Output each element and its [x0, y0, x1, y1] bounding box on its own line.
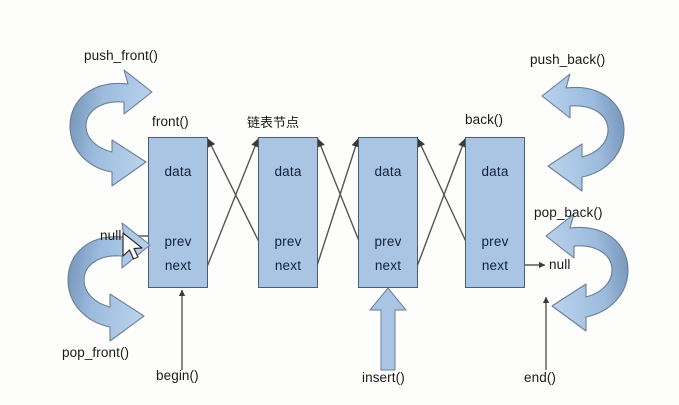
node-1-next: next	[164, 258, 192, 273]
list-node-2: data prev next	[258, 137, 318, 288]
label-list-node-cn: 链表节点	[247, 116, 300, 131]
label-null-left: null	[100, 228, 122, 243]
label-back: back()	[465, 112, 504, 127]
insert-arrow-icon	[368, 287, 408, 371]
node-3-next: next	[374, 258, 402, 273]
pop-back-arrow-icon	[545, 213, 629, 332]
node-3-prev: prev	[374, 234, 402, 249]
link-node1-node2	[204, 138, 262, 273]
node-4-prev: prev	[481, 234, 509, 249]
link-node3-node4	[414, 138, 469, 273]
node-2-next: next	[274, 258, 302, 273]
node-2-data: data	[274, 164, 302, 179]
mouse-cursor-icon	[122, 232, 143, 260]
push-back-arrow-icon	[541, 73, 625, 192]
push-front-arrow-icon	[69, 69, 153, 187]
node-3-data: data	[374, 164, 402, 179]
label-push-front: push_front()	[84, 48, 158, 63]
list-node-1: data prev next	[148, 137, 208, 288]
label-begin: begin()	[156, 368, 199, 383]
node-1-data: data	[164, 164, 192, 179]
label-pop-back: pop_back()	[534, 205, 603, 220]
label-end: end()	[524, 370, 557, 385]
list-node-4: data prev next	[465, 137, 525, 288]
node-2-prev: prev	[274, 234, 302, 249]
node-4-next: next	[481, 258, 509, 273]
label-null-right: null	[549, 257, 571, 272]
label-pop-front: pop_front()	[62, 345, 130, 360]
pop-front-arrow-icon	[67, 222, 151, 342]
label-insert: insert()	[362, 370, 405, 385]
link-node2-node3	[314, 138, 362, 273]
list-node-3: data prev next	[358, 137, 418, 288]
label-push-back: push_back()	[530, 52, 606, 67]
node-4-data: data	[481, 164, 509, 179]
label-front: front()	[152, 114, 189, 129]
node-1-prev: prev	[164, 234, 192, 249]
